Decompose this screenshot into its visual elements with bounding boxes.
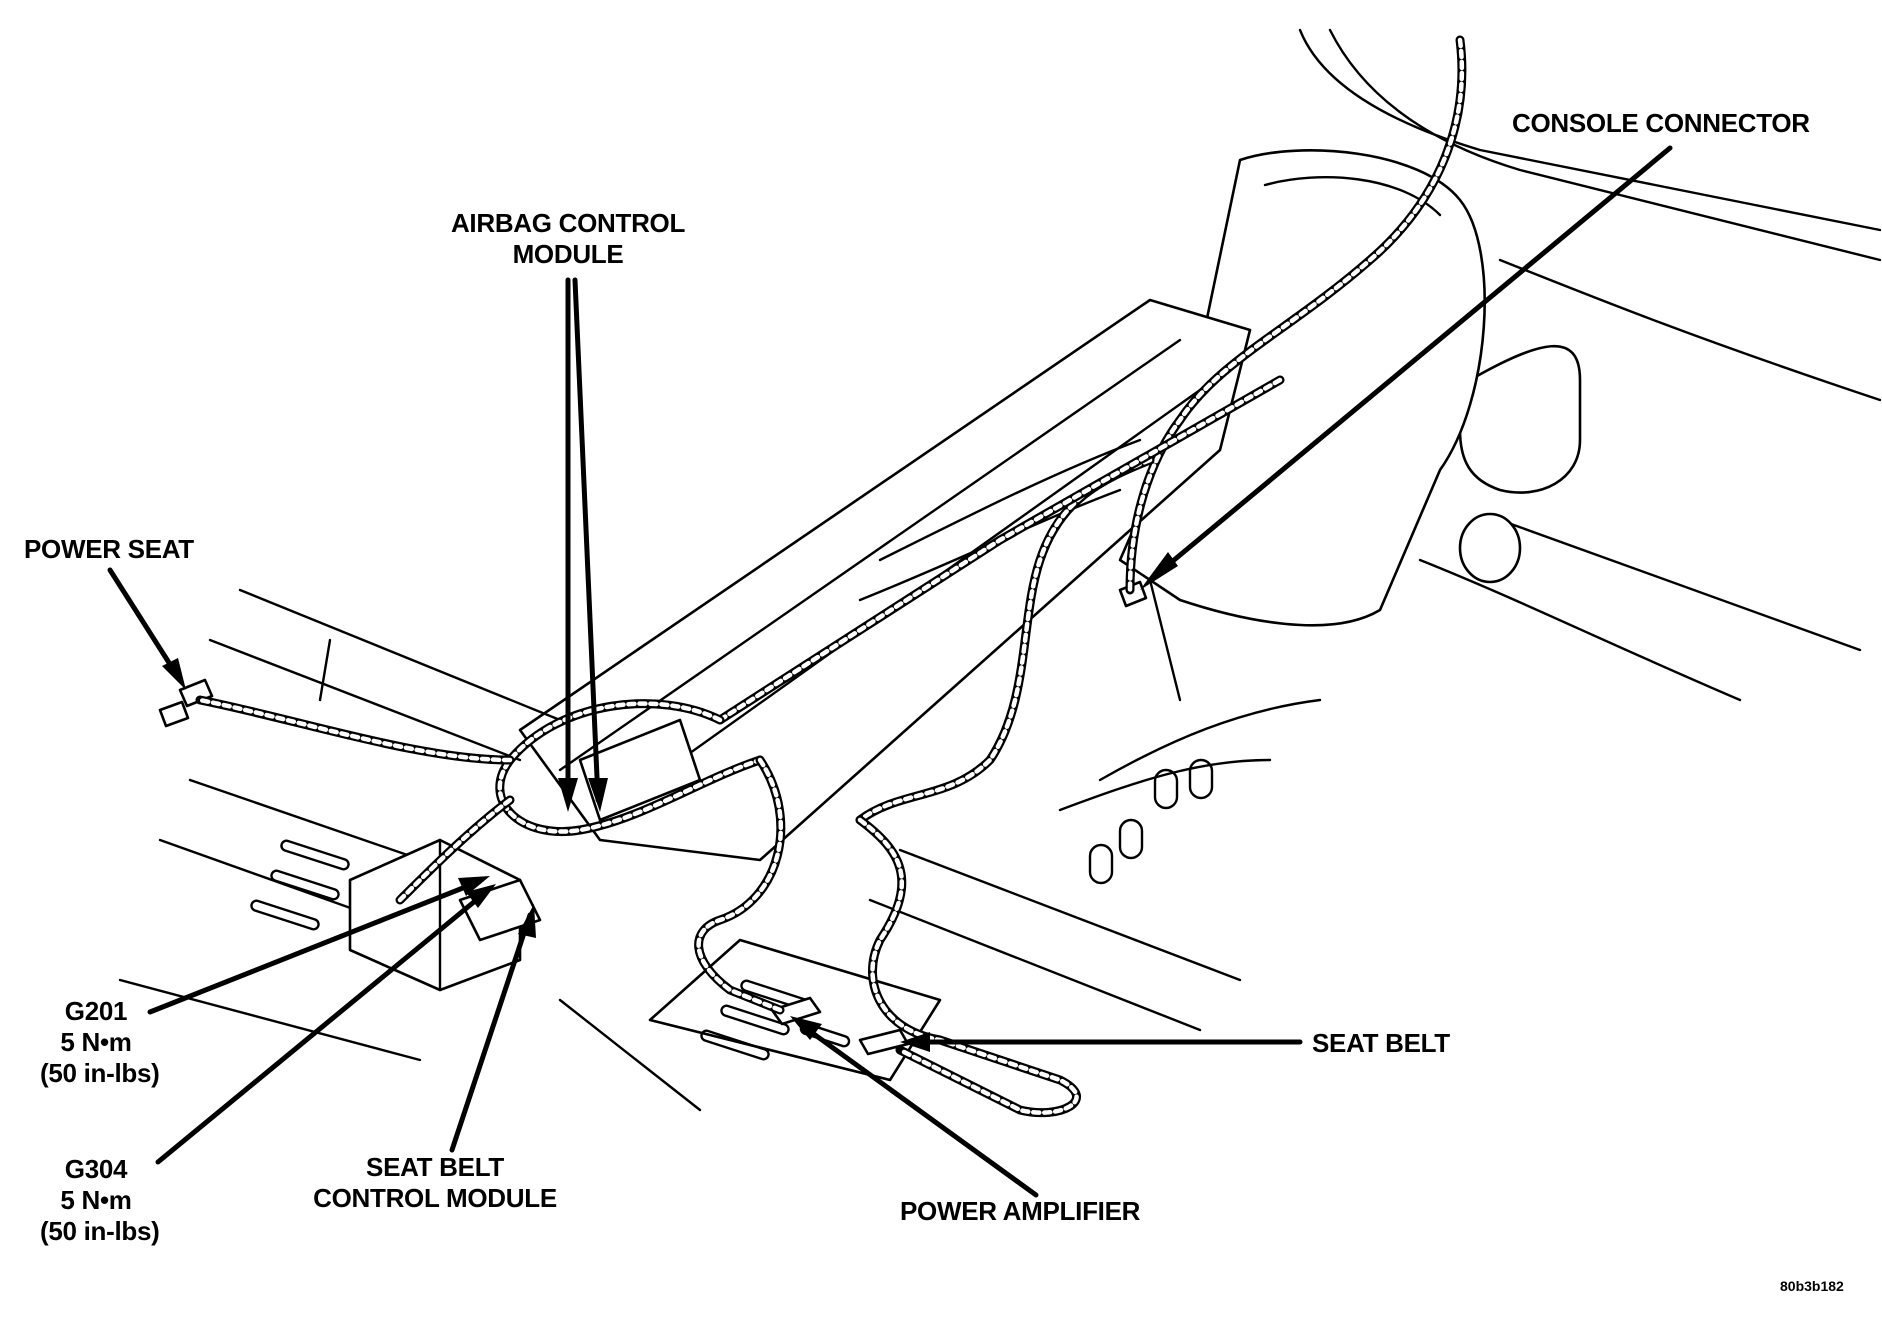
- g201-torque-alt: (50 in-lbs): [40, 1058, 160, 1088]
- seat-belt-text: SEAT BELT: [1312, 1028, 1450, 1058]
- sbcm-label-line1: SEAT BELT: [366, 1152, 504, 1182]
- airbag-control-module-label: AIRBAG CONTROL MODULE: [438, 208, 698, 270]
- g201-label: G201 5 N•m (50 in-lbs): [40, 996, 160, 1089]
- seat-belt-label: SEAT BELT: [1312, 1028, 1450, 1059]
- power-amplifier-text: POWER AMPLIFIER: [900, 1196, 1141, 1226]
- console-connector-text: CONSOLE CONNECTOR: [1512, 108, 1810, 138]
- power-amplifier-label: POWER AMPLIFIER: [900, 1196, 1140, 1227]
- airbag-label-line2: MODULE: [512, 239, 624, 269]
- g304-torque: 5 N•m: [60, 1185, 132, 1215]
- g201-torque: 5 N•m: [60, 1027, 132, 1057]
- airbag-label-line1: AIRBAG CONTROL: [450, 208, 686, 238]
- g304-torque-alt: (50 in-lbs): [40, 1216, 160, 1246]
- leader-lines: [107, 145, 1673, 1198]
- wiring-harness: [195, 35, 1467, 1118]
- sbcm-label-line2: CONTROL MODULE: [313, 1183, 557, 1213]
- console-connector-label: CONSOLE CONNECTOR: [1512, 108, 1810, 139]
- g304-id: G304: [64, 1154, 128, 1184]
- power-seat-text: POWER SEAT: [24, 534, 194, 564]
- figure-id: 80b3b182: [1780, 1278, 1844, 1294]
- g304-label: G304 5 N•m (50 in-lbs): [40, 1154, 160, 1247]
- g201-id: G201: [64, 996, 128, 1026]
- power-seat-label: POWER SEAT: [24, 534, 194, 565]
- seat-belt-control-module-label: SEAT BELT CONTROL MODULE: [300, 1152, 570, 1214]
